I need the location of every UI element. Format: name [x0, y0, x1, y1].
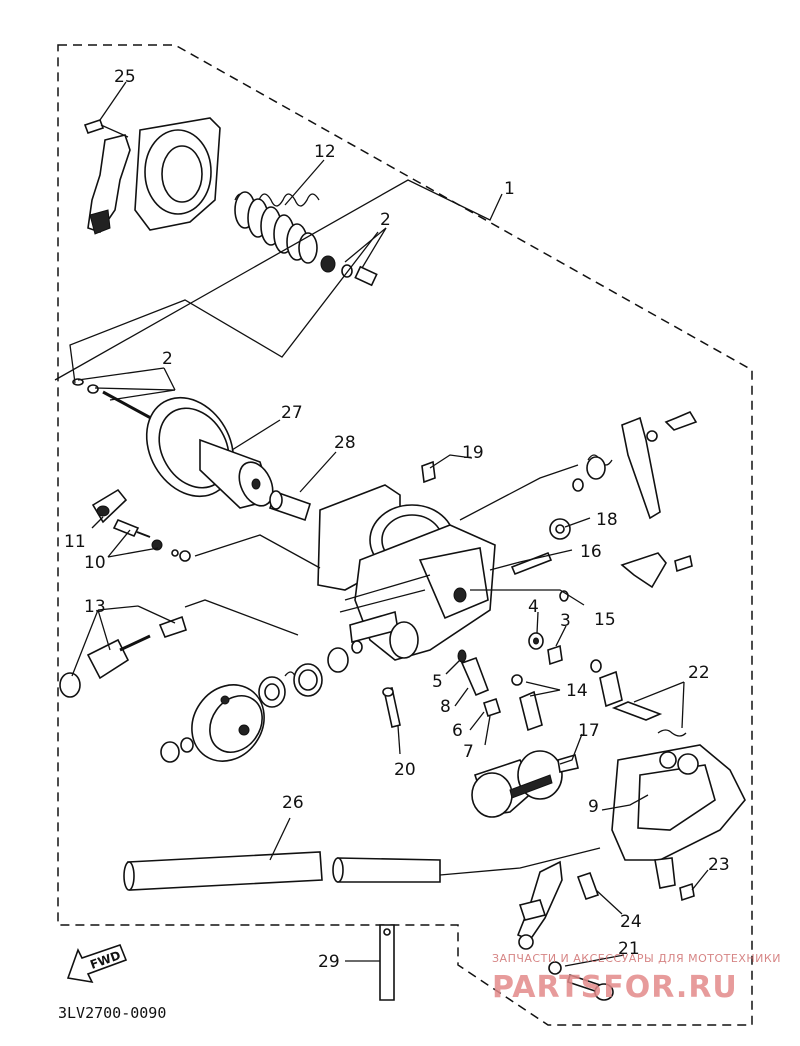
part-intake-joint: [83, 117, 221, 235]
callout-13: 13: [84, 597, 106, 617]
part-main-jet-set: [511, 674, 543, 732]
watermark-top-text: ЗАПЧАСТИ И АКСЕССУАРЫ ДЛЯ МОТОТЕХНИКИ: [492, 952, 781, 965]
leader-lines: [54, 81, 709, 967]
part-throttle-lever: [572, 410, 698, 520]
part-pump-cover: [160, 684, 265, 763]
diagram-code: 3LV2700-0090: [58, 1004, 166, 1022]
callout-18: 18: [596, 510, 618, 530]
callout-7: 7: [463, 742, 474, 762]
callout-26: 26: [282, 793, 304, 813]
part-lever-bracket: [516, 860, 563, 950]
part-screw: [421, 460, 436, 484]
part-plug: [268, 490, 311, 522]
part-jets: [457, 649, 501, 718]
part-float-chamber: [611, 744, 746, 889]
part-float: [471, 750, 579, 818]
assembly-boundary: [57, 44, 753, 1026]
callout-9: 9: [588, 797, 599, 817]
part-accelerator-pump: [258, 640, 363, 708]
callout-21: 21: [618, 939, 640, 959]
callout-12: 12: [314, 142, 336, 162]
callout-11: 11: [64, 532, 86, 552]
callout-22: 22: [688, 663, 710, 683]
callout-24: 24: [620, 912, 642, 932]
callout-labels: 25 12 1 2 2 27 28 19 11 10 18 16 13 4 15…: [64, 67, 730, 972]
part-carburetor-body: [317, 484, 496, 661]
callout-8: 8: [440, 697, 451, 717]
fwd-arrow-icon: FWD: [66, 943, 128, 984]
callout-14: 14: [566, 681, 588, 701]
callout-4: 4: [528, 597, 539, 617]
callout-10: 10: [84, 553, 106, 573]
part-bracket: [620, 552, 693, 589]
part-needle-clip-upper: [320, 255, 378, 287]
callout-2-lower: 2: [162, 349, 173, 369]
callout-1: 1: [504, 179, 515, 199]
part-diaphragm-piston: [145, 396, 274, 509]
callout-20: 20: [394, 760, 416, 780]
part-spring: [234, 191, 320, 264]
watermark: ЗАПЧАСТИ И АКСЕССУАРЫ ДЛЯ МОТОТЕХНИКИ PA…: [492, 952, 781, 1005]
part-screw-23: [679, 882, 695, 902]
callout-15: 15: [594, 610, 616, 630]
part-starter-plunger-set: [59, 615, 187, 698]
part-cap: [91, 488, 128, 524]
callout-6: 6: [452, 721, 463, 741]
callout-28: 28: [334, 433, 356, 453]
callout-25: 25: [114, 67, 136, 87]
callout-2-top: 2: [380, 210, 391, 230]
callout-16: 16: [580, 542, 602, 562]
callout-17: 17: [578, 721, 600, 741]
part-needle-valve: [590, 659, 687, 737]
callout-19: 19: [462, 443, 484, 463]
watermark-logo-text: PARTSFOR.RU: [492, 970, 738, 1005]
part-pilot-screw-set: [112, 518, 191, 562]
part-jet-needle: [72, 378, 161, 425]
part-collar: [549, 518, 571, 540]
callout-3: 3: [560, 611, 571, 631]
part-strip: [379, 924, 395, 1001]
part-washer-and-screw: [528, 590, 569, 666]
callout-23: 23: [708, 855, 730, 875]
callout-5: 5: [432, 672, 443, 692]
callout-29: 29: [318, 952, 340, 972]
part-screw-21: [548, 961, 614, 1001]
callout-27: 27: [281, 403, 303, 423]
part-drain-screw: [382, 687, 401, 728]
part-hose: [123, 851, 441, 891]
part-screw-24: [576, 871, 600, 901]
